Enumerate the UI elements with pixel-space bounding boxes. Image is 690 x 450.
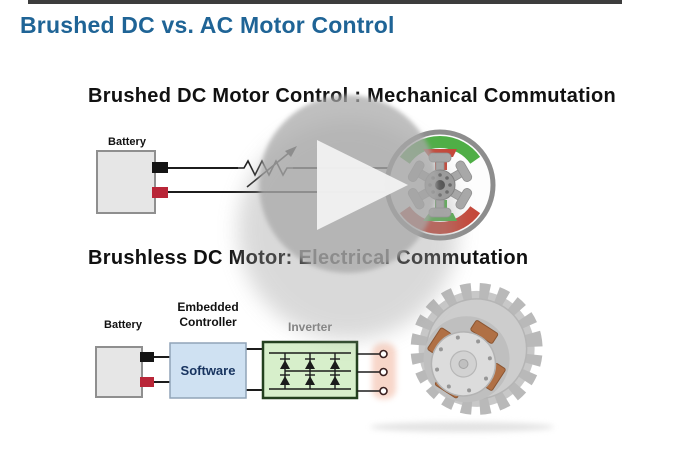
battery-positive-terminal: [152, 162, 168, 173]
play-icon[interactable]: [317, 140, 408, 230]
phase-output-wires: [357, 353, 380, 392]
battery2-negative-terminal: [140, 377, 154, 387]
battery-negative-terminal: [152, 187, 168, 198]
inverter-label: Inverter: [287, 320, 333, 334]
plate-screws: [435, 335, 492, 393]
battery2-icon: [95, 346, 154, 398]
battery-label: Battery: [108, 136, 146, 148]
video-top-edge: [28, 0, 622, 4]
wires-brushless: [154, 348, 263, 391]
page-title: Brushed DC vs. AC Motor Control: [20, 12, 395, 38]
brushless-motor-icon: [370, 282, 554, 432]
battery2-label: Battery: [104, 319, 142, 331]
cooling-fins: [410, 282, 543, 415]
embedded-controller-label: Embedded Controller: [177, 300, 239, 329]
battery2-positive-terminal: [140, 352, 154, 362]
phase-terminals: [379, 349, 388, 396]
battery-icon: [96, 150, 168, 214]
software-box: [169, 342, 247, 399]
diode-symbols: [280, 358, 340, 385]
software-label: Software: [180, 363, 236, 378]
inverter-icon: [261, 340, 359, 400]
